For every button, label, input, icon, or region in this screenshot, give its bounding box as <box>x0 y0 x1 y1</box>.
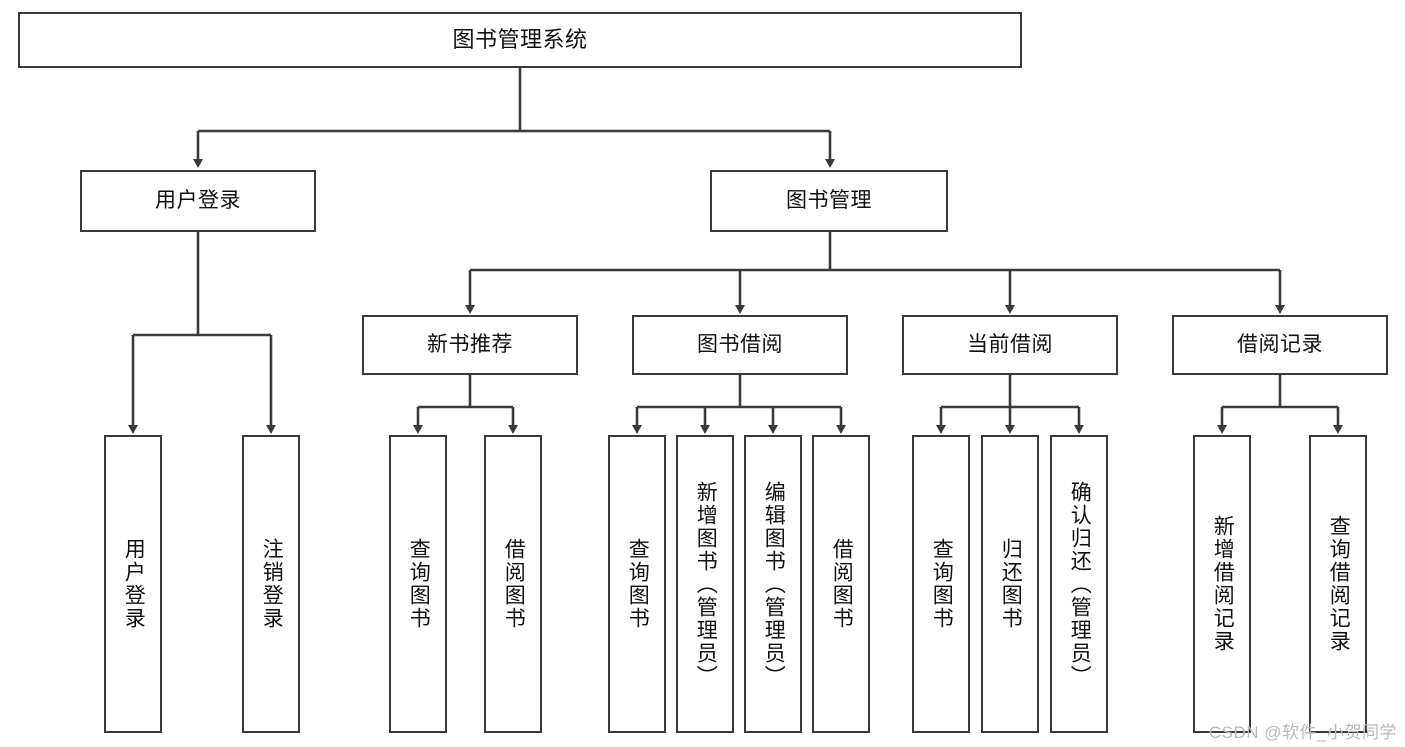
node-label: 编辑图书（管理员） <box>762 480 786 688</box>
node-label: 查询借阅记录 <box>1327 515 1351 653</box>
node-borrow-record[interactable]: 借阅记录 <box>1172 315 1388 375</box>
node-book-borrow[interactable]: 图书借阅 <box>632 315 848 375</box>
leaf-current-borrow-confirm-return[interactable]: 确认归还（管理员） <box>1050 435 1108 733</box>
leaf-new-book-borrow[interactable]: 借阅图书 <box>484 435 542 733</box>
node-label: 新增图书（管理员） <box>694 480 718 688</box>
node-root-system[interactable]: 图书管理系统 <box>18 12 1022 68</box>
node-label: 图书管理 <box>786 188 872 212</box>
csdn-watermark: CSDN @软件_小贺同学 <box>1208 723 1397 742</box>
node-new-book-recommend[interactable]: 新书推荐 <box>362 315 578 375</box>
node-label: 查询图书 <box>930 538 954 630</box>
node-label: 归还图书 <box>999 538 1023 630</box>
leaf-book-borrow-query[interactable]: 查询图书 <box>608 435 666 733</box>
node-label: 图书借阅 <box>697 332 783 356</box>
node-current-borrow[interactable]: 当前借阅 <box>902 315 1118 375</box>
leaf-new-book-query[interactable]: 查询图书 <box>389 435 447 733</box>
node-label: 借阅记录 <box>1237 332 1323 356</box>
node-book-management[interactable]: 图书管理 <box>710 170 948 232</box>
leaf-book-borrow-borrow[interactable]: 借阅图书 <box>812 435 870 733</box>
node-label: 借阅图书 <box>830 538 854 630</box>
leaf-book-borrow-add[interactable]: 新增图书（管理员） <box>676 435 734 733</box>
leaf-user-login-logout[interactable]: 注销登录 <box>242 435 300 733</box>
leaf-current-borrow-query[interactable]: 查询图书 <box>912 435 970 733</box>
node-label: 确认归还（管理员） <box>1068 480 1092 688</box>
leaf-current-borrow-return[interactable]: 归还图书 <box>981 435 1039 733</box>
node-label: 用户登录 <box>155 188 241 212</box>
leaf-user-login-login[interactable]: 用户登录 <box>104 435 162 733</box>
leaf-borrow-record-add[interactable]: 新增借阅记录 <box>1193 435 1251 733</box>
node-label: 借阅图书 <box>502 538 526 630</box>
node-label: 新增借阅记录 <box>1211 515 1235 653</box>
node-label: 查询图书 <box>626 538 650 630</box>
node-label: 注销登录 <box>260 538 284 630</box>
node-label: 新书推荐 <box>427 332 513 356</box>
node-label: 当前借阅 <box>967 332 1053 356</box>
leaf-book-borrow-edit[interactable]: 编辑图书（管理员） <box>744 435 802 733</box>
node-label: 用户登录 <box>122 538 146 630</box>
leaf-borrow-record-query[interactable]: 查询借阅记录 <box>1309 435 1367 733</box>
node-user-login[interactable]: 用户登录 <box>80 170 316 232</box>
node-label: 图书管理系统 <box>452 27 588 53</box>
node-label: 查询图书 <box>407 538 431 630</box>
